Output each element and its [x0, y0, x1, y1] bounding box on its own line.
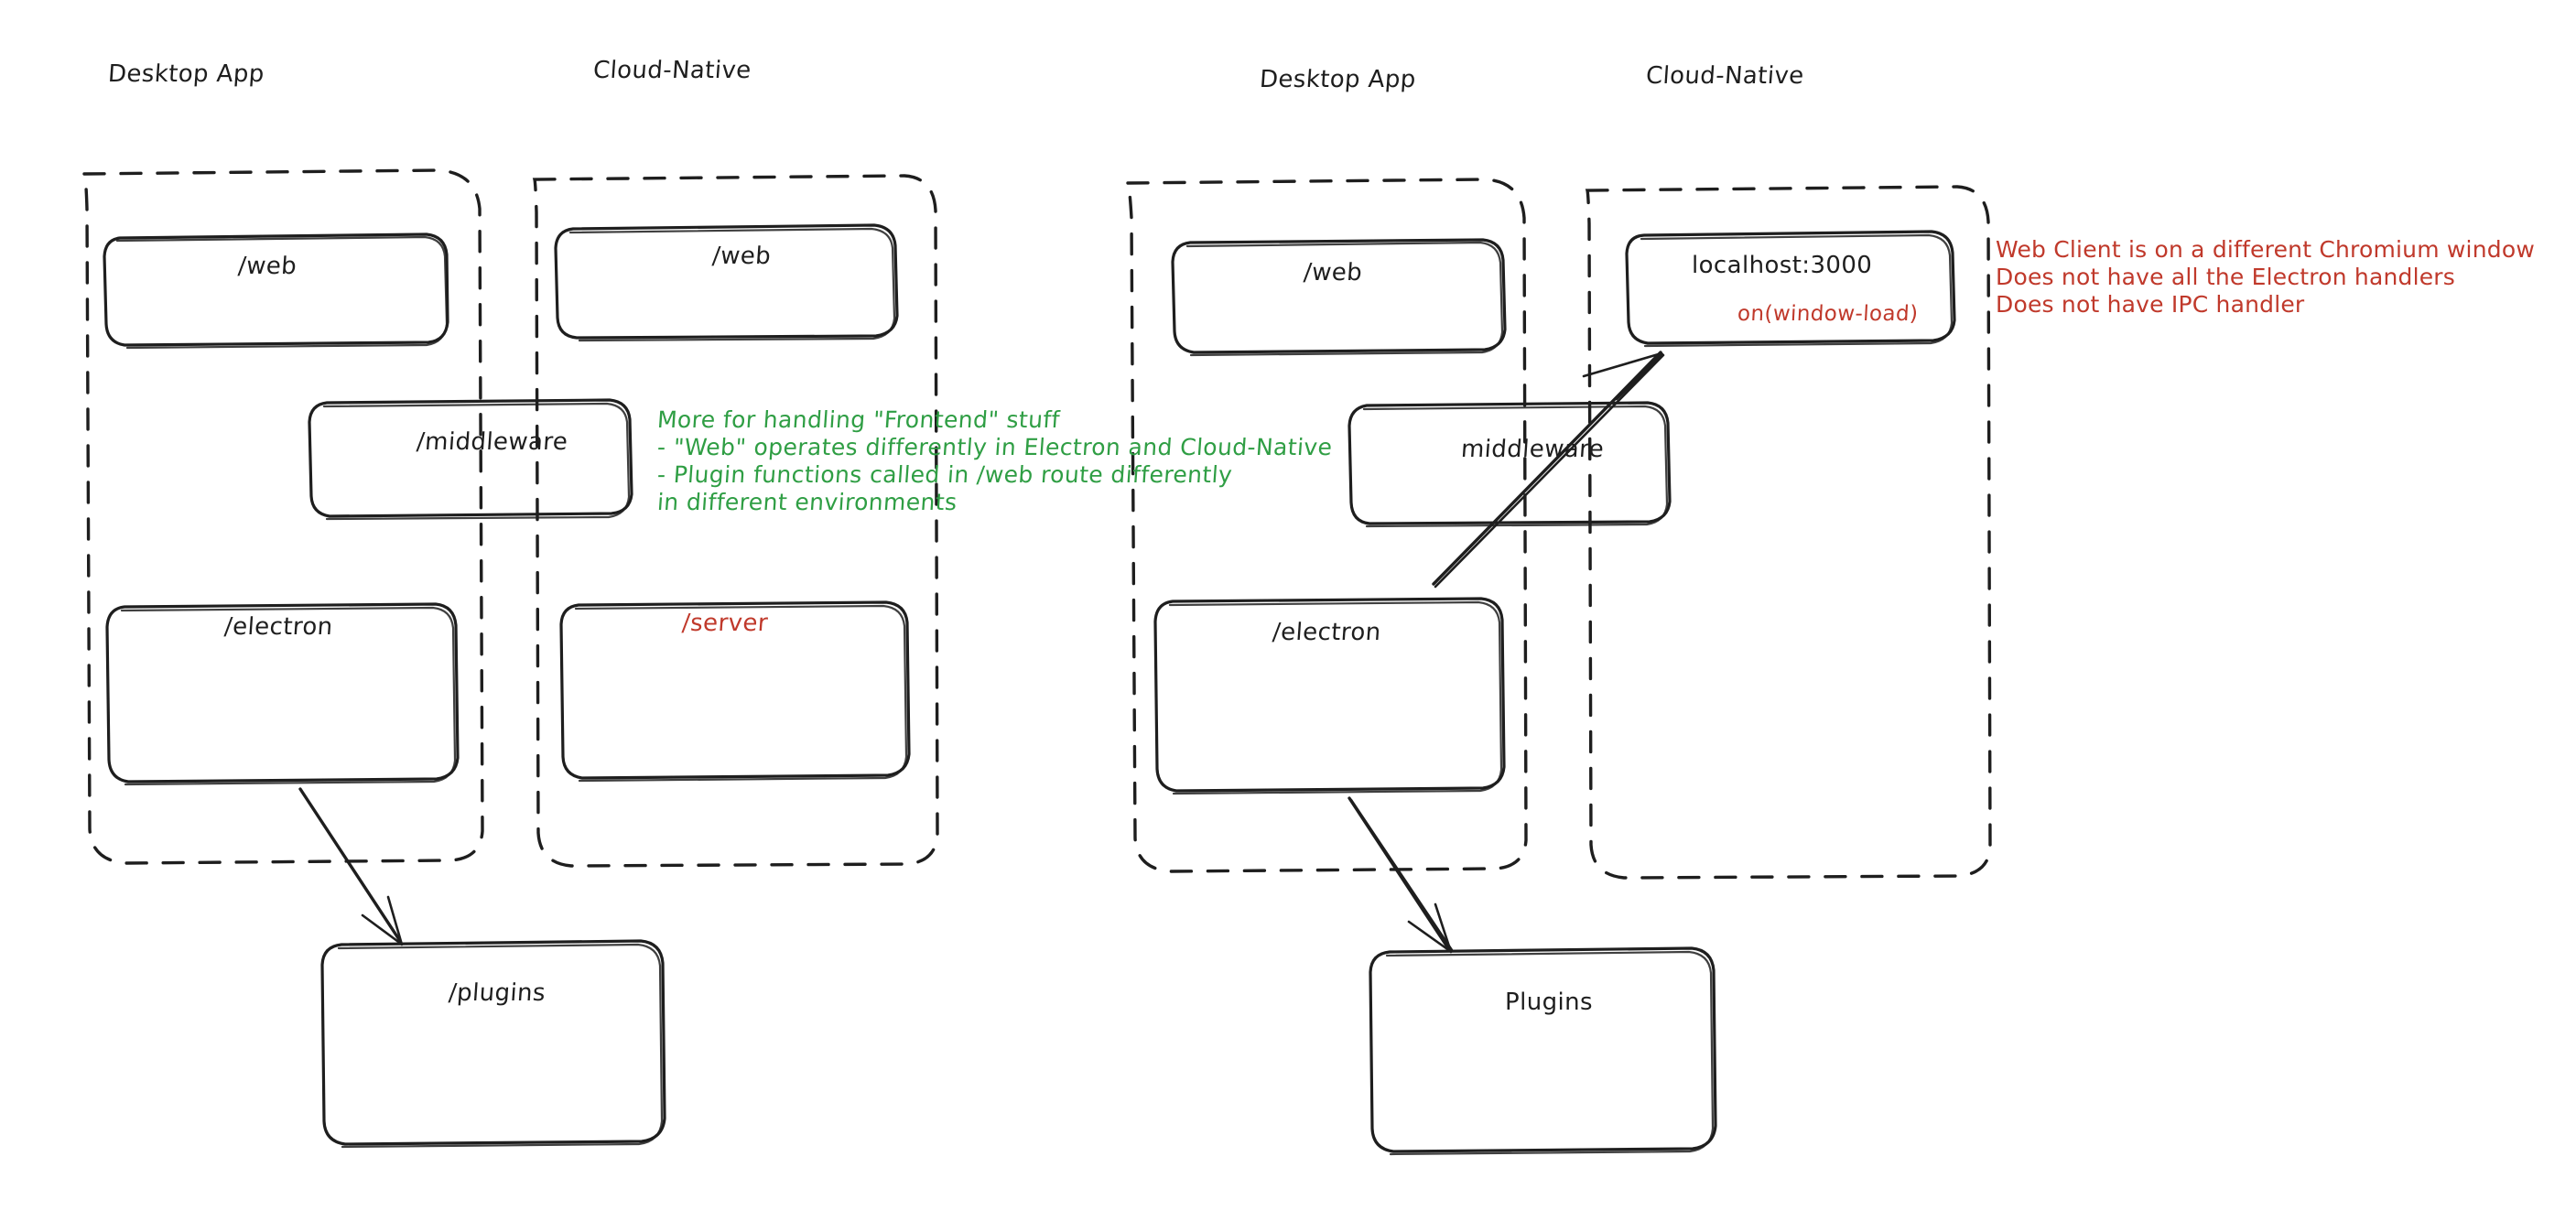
node-right-localhost[interactable]: [1625, 230, 1956, 348]
node-label-left-server: /server: [680, 610, 769, 637]
group-label-right-desktop-app: Desktop App: [1258, 66, 1417, 93]
node-label-left-desktop-web: /web: [236, 253, 298, 280]
group-left-cloud-native: [532, 174, 939, 868]
node-left-desktop-web[interactable]: [103, 232, 449, 350]
node-label-right-middleware: middleware: [1459, 436, 1606, 463]
annotation-green-note: More for handling "Frontend" stuff - "We…: [656, 406, 1334, 516]
node-right-desktop-web[interactable]: [1171, 238, 1507, 357]
annotation-green-line-4: in different environments: [656, 489, 958, 515]
annotation-red-line-1: Web Client is on a different Chromium wi…: [1996, 236, 2535, 263]
annotation-red-line-3: Does not have IPC handler: [1996, 291, 2305, 318]
group-label-right-cloud-native: Cloud-Native: [1644, 62, 1805, 90]
node-sublabel-right-localhost-on-window-load: on(window-load): [1737, 302, 1919, 326]
node-label-left-cloud-web: /web: [710, 243, 773, 270]
annotation-green-line-2: - "Web" operates differently in Electron…: [656, 434, 1334, 460]
arrow-left-electron-to-plugins: [298, 787, 404, 946]
node-label-left-plugins: /plugins: [447, 979, 547, 1007]
node-label-left-electron: /electron: [222, 613, 334, 641]
group-label-left-cloud-native: Cloud-Native: [591, 57, 752, 84]
arrow-right-electron-to-plugins: [1348, 796, 1454, 954]
arrow-right-electron-to-localhost: [1432, 351, 1665, 589]
node-label-right-localhost: localhost:3000: [1692, 252, 1873, 279]
group-right-cloud-native: [1585, 185, 1992, 880]
annotation-green-line-1: More for handling "Frontend" stuff: [656, 406, 1061, 433]
annotation-red-line-2: Does not have all the Electron handlers: [1996, 264, 2456, 290]
annotation-green-line-3: - Plugin functions called in /web route …: [656, 461, 1234, 488]
node-label-left-middleware: /middleware: [415, 428, 569, 456]
group-label-left-desktop-app: Desktop App: [106, 60, 265, 88]
node-left-middleware[interactable]: [308, 398, 633, 521]
node-right-plugins[interactable]: [1369, 946, 1717, 1156]
node-label-right-plugins: Plugins: [1505, 989, 1593, 1016]
node-label-right-desktop-web: /web: [1302, 259, 1364, 286]
node-right-middleware[interactable]: [1348, 401, 1672, 528]
node-label-right-electron: /electron: [1271, 619, 1382, 646]
annotation-red-note: Web Client is on a different Chromium wi…: [1996, 236, 2535, 319]
node-left-plugins[interactable]: [320, 939, 666, 1149]
